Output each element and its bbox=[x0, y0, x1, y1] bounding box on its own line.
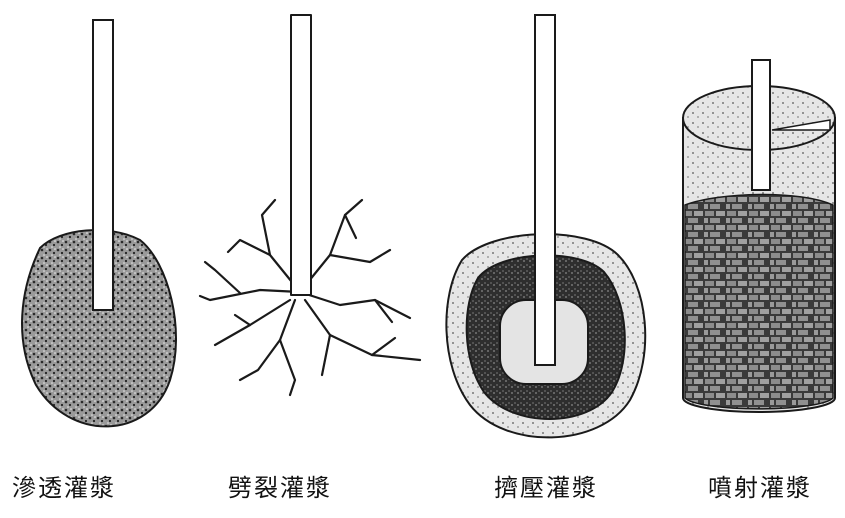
jet-grouting-figure bbox=[683, 60, 835, 412]
fracture-crack bbox=[345, 215, 356, 238]
jet-injection-pipe bbox=[752, 60, 770, 190]
jet-grouting-label: 噴射灌漿 bbox=[708, 468, 812, 503]
fracture-crack bbox=[330, 250, 390, 262]
fracture-crack bbox=[300, 292, 410, 318]
compaction-injection-pipe bbox=[535, 15, 555, 365]
compaction-grouting-label: 擠壓灌漿 bbox=[494, 468, 598, 503]
fracture-crack bbox=[235, 315, 250, 325]
fracture-crack bbox=[215, 300, 290, 345]
fracture-crack bbox=[205, 262, 240, 293]
fracture-crack bbox=[372, 338, 395, 355]
permeation-grouting-figure bbox=[22, 20, 176, 426]
compaction-grouting-figure bbox=[446, 15, 645, 437]
fracture-grouting-figure bbox=[200, 15, 420, 395]
fracture-crack bbox=[228, 240, 270, 255]
fracture-crack bbox=[240, 300, 295, 380]
jet-soilcrete-column bbox=[685, 194, 833, 408]
permeation-grouting-label: 滲透灌漿 bbox=[12, 468, 116, 503]
fracture-crack bbox=[322, 335, 330, 375]
fracture-crack bbox=[200, 290, 300, 300]
fracture-injection-pipe bbox=[291, 15, 311, 295]
permeation-injection-pipe bbox=[93, 20, 113, 310]
fracture-crack bbox=[280, 340, 295, 395]
fracture-grouting-label: 劈裂灌漿 bbox=[228, 468, 332, 503]
fracture-crack bbox=[305, 300, 420, 360]
